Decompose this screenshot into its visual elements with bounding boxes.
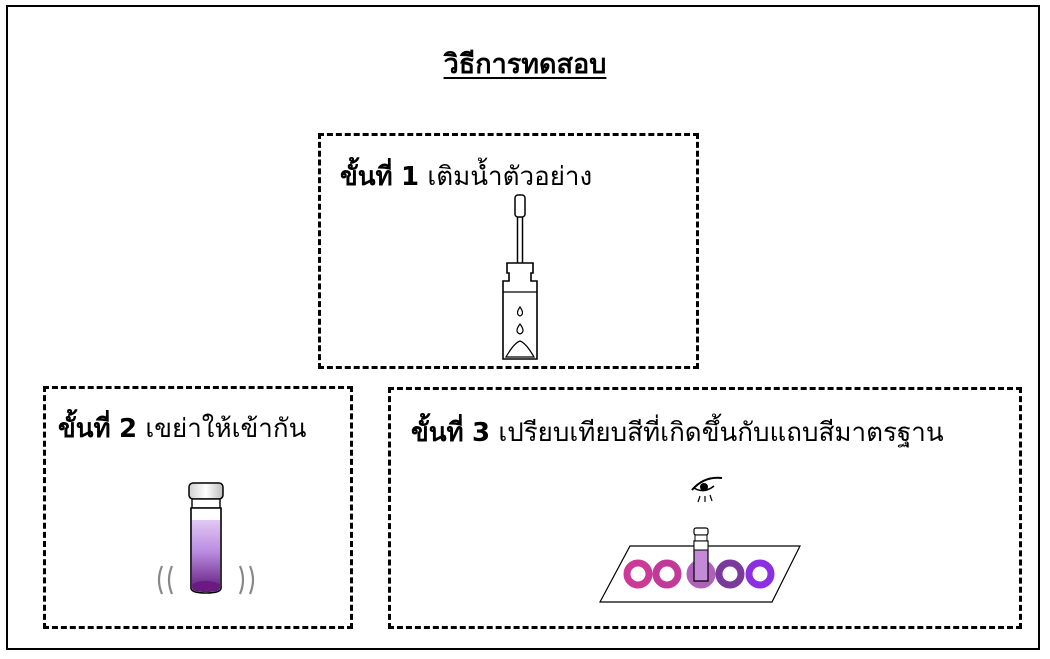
step-2-text: เขย่าให้เข้ากัน [145,414,307,444]
dropper-into-vial-icon [502,194,538,360]
page-title: วิธีการทดสอบ [443,49,607,80]
step-2-number: 2 [118,414,138,444]
step-3-heading: ขั้นที่ 3 เปรียบเทียบสีที่เกิดขึ้นกับแถบ… [411,412,944,453]
diagram-frame [6,5,1040,650]
step-2-box [43,386,353,629]
step-1-number: 1 [400,162,420,192]
step-1-box [318,133,699,369]
color-chart-compare-icon [598,476,801,603]
eye-icon [691,476,723,503]
step-1-text: เติมน้ำตัวอย่าง [427,162,593,192]
step-3-number: 3 [471,418,491,448]
step-2-label: ขั้นที่ [58,414,111,444]
step-3-text: เปรียบเทียบสีที่เกิดขึ้นกับแถบสีมาตรฐาน [498,418,944,448]
standard-color-5 [745,559,775,589]
standard-color-2 [652,559,682,589]
shaking-vial-icon [157,482,255,595]
step-1-label: ขั้นที่ [340,162,393,192]
step-1-heading: ขั้นที่ 1 เติมน้ำตัวอย่าง [340,156,592,197]
step-2-heading: ขั้นที่ 2 เขย่าให้เข้ากัน [58,408,306,449]
step-3-box [388,387,1022,629]
standard-color-4 [715,559,745,589]
step-3-label: ขั้นที่ [411,418,464,448]
standard-color-1 [623,559,653,589]
